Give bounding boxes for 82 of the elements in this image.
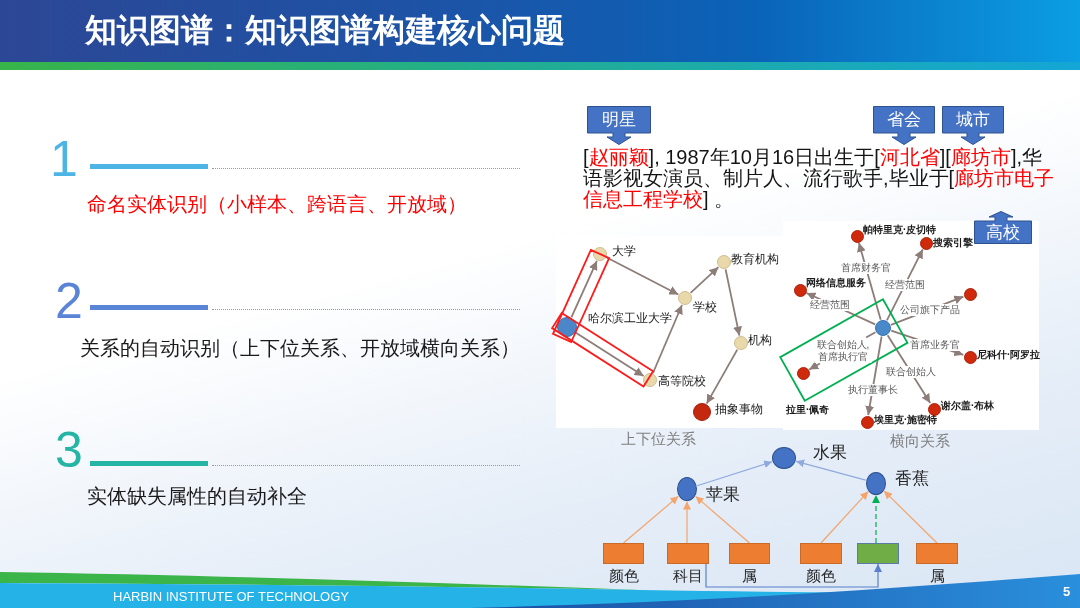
node-dot	[875, 320, 891, 336]
node-label: 抽象事物	[715, 401, 763, 417]
node-label: 搜索引擎	[933, 237, 973, 249]
arrow	[683, 501, 691, 544]
arrow	[795, 459, 867, 481]
attribute-box	[667, 543, 709, 564]
example-sentence: [赵丽颖], 1987年10月16日出生于[河北省][廊坊市],华语影视女演员、制片人、流行歌手,毕业于[廊坊市电子信息工程学校] 。	[583, 147, 1056, 210]
node-dot	[927, 402, 941, 416]
node-dot	[919, 236, 933, 250]
list-number: 3	[55, 425, 83, 475]
arrow	[622, 495, 679, 544]
edge-label: 联合创始人,首席执行官	[814, 338, 872, 363]
edge-label: 执行董事长	[846, 384, 899, 396]
node-dot	[796, 366, 810, 380]
node-label: 网络信息服务	[806, 277, 866, 289]
arrow	[808, 331, 877, 371]
callout-box: 省会	[873, 106, 935, 145]
arrow	[696, 460, 773, 487]
box-caption: 颜色	[806, 567, 836, 583]
callout-box: 高校	[974, 211, 1032, 244]
list-item-text: 实体缺失属性的自动补全	[87, 484, 307, 508]
arrow	[820, 490, 869, 544]
node-dot	[678, 291, 692, 305]
page-number: 5	[1063, 584, 1071, 600]
node-label: 大学	[612, 243, 636, 259]
node-dot	[850, 229, 864, 243]
callout-box: 明星	[587, 106, 651, 145]
node-label: 拉里·佩奇	[786, 404, 830, 416]
edge-label: 经营范围	[809, 299, 851, 312]
node-label: 帕特里克·皮切特	[863, 224, 937, 236]
node-label: 尼科什·阿罗拉	[977, 349, 1041, 361]
box-caption: 属	[929, 567, 945, 583]
node-dot	[734, 336, 748, 350]
node-label: 哈尔滨工业大学	[588, 312, 672, 326]
box-caption: 属	[742, 567, 757, 583]
arrow	[695, 495, 751, 544]
arrow	[689, 266, 720, 294]
arrow	[705, 348, 739, 405]
arrow	[865, 335, 883, 416]
attribute-box	[916, 543, 958, 564]
node-label: 埃里克·施密特	[874, 414, 938, 426]
node-dot	[793, 283, 807, 297]
node-label: 水果	[813, 443, 847, 461]
node-label: 香蕉	[895, 469, 929, 487]
node-dot	[693, 403, 711, 421]
node-label: 谢尔盖·布林	[941, 400, 995, 412]
footer-text: HARBIN INSTITUTE OF TECHNOLOGY	[113, 589, 349, 604]
attribute-box	[800, 543, 842, 564]
node-dot	[717, 255, 731, 269]
slide-title: 知识图谱：知识图谱构建核心问题	[85, 11, 565, 49]
edge-label: 经营范围	[883, 279, 926, 291]
edge-label: 首席业务官	[909, 339, 961, 352]
node-label: 学校	[693, 299, 717, 315]
panel-caption: 上下位关系	[620, 430, 696, 448]
node-dot	[963, 287, 977, 301]
list-number: 1	[50, 134, 78, 184]
arrow	[605, 256, 680, 296]
attribute-box	[603, 543, 644, 564]
node-dot	[860, 415, 874, 429]
arrow	[570, 260, 598, 319]
arrow	[883, 490, 938, 544]
arrow	[652, 304, 683, 374]
arrow	[724, 268, 742, 337]
panel-caption: 横向关系	[890, 432, 950, 450]
list-item-text: 关系的自动识别（上下位关系、开放域横向关系）	[80, 336, 520, 360]
node-label: 高等院校	[658, 373, 706, 389]
edge-label: 联合创始人	[884, 366, 937, 378]
node-dot	[963, 350, 977, 364]
box-caption: 颜色	[608, 567, 639, 583]
node-label: 苹果	[706, 485, 740, 503]
edge-label: 首席财务官	[840, 262, 892, 274]
list-item-text: 命名实体识别（小样本、跨语言、开放域）	[87, 192, 467, 216]
arrow	[575, 331, 645, 377]
list-number: 2	[55, 276, 83, 326]
node-label: 机构	[748, 332, 772, 348]
callout-box: 城市	[942, 106, 1004, 145]
arrow	[872, 494, 880, 544]
box-caption: 科目	[673, 567, 703, 583]
attribute-box	[857, 543, 899, 564]
arrow	[705, 563, 882, 588]
node-label: 教育机构	[731, 251, 779, 267]
attribute-box	[729, 543, 770, 564]
